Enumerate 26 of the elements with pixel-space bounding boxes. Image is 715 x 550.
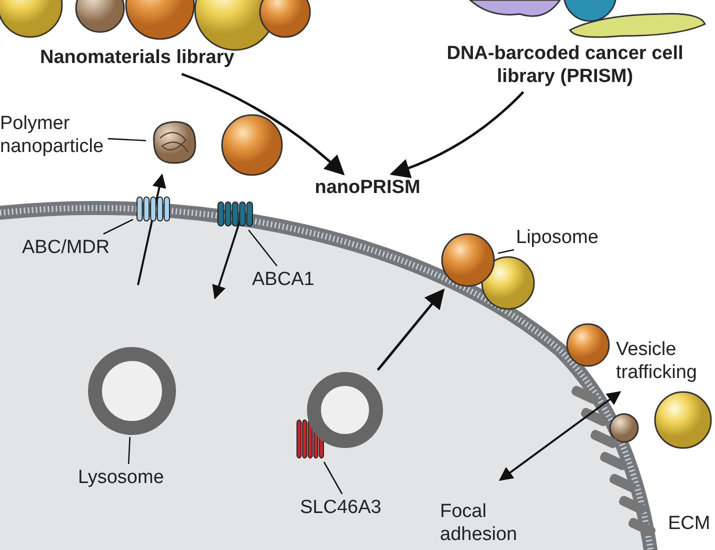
library-label: Nanomaterials library <box>40 46 275 69</box>
lysosome-drawing <box>88 347 176 435</box>
library-label: DNA-barcoded cancer cell library (PRISM) <box>440 42 690 88</box>
part-label: Liposome <box>516 226 616 249</box>
leader-line <box>108 138 146 142</box>
part-label: Vesicle trafficking <box>616 338 698 384</box>
method-label: nanoPRISM <box>305 176 430 199</box>
leader-line <box>323 462 343 494</box>
part-label: Lysosome <box>78 466 178 489</box>
arrow <box>390 91 524 178</box>
part-label: Focal adhesion <box>440 500 518 546</box>
arrow <box>181 72 345 176</box>
leader-line <box>248 230 278 266</box>
leader-line <box>498 249 514 254</box>
part-label: ABCA1 <box>252 268 324 291</box>
vesicle-drawing <box>307 372 383 448</box>
liposome-drawing <box>440 232 496 288</box>
part-label: ABC/MDR <box>22 236 128 259</box>
part-label: ECM <box>668 512 712 535</box>
leader-line <box>128 436 131 464</box>
part-label: Polymer nanoparticle <box>0 112 106 158</box>
arrow <box>376 288 445 371</box>
transporter-protein-drawing <box>216 200 256 228</box>
transporter-protein-drawing <box>135 195 173 223</box>
part-label: SLC46A3 <box>300 496 400 519</box>
leader-line <box>103 218 134 235</box>
